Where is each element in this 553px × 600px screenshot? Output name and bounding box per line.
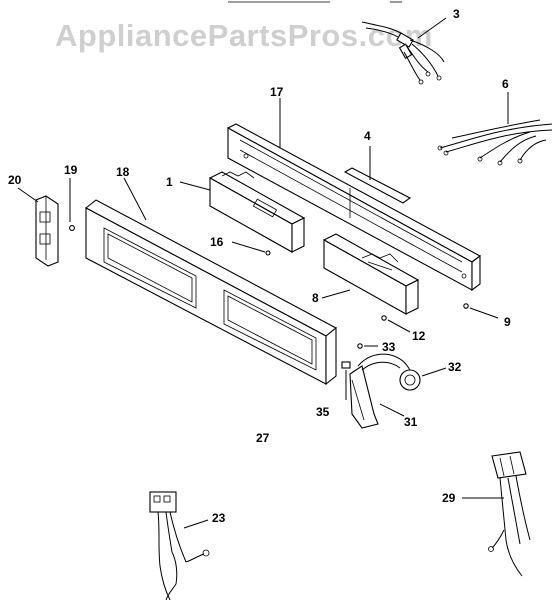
- label-part-12: 12: [412, 329, 426, 343]
- label-part-33: 33: [382, 340, 396, 354]
- label-part-23: 23: [212, 511, 226, 525]
- switch-32: [399, 367, 447, 391]
- label-part-35: 35: [316, 405, 330, 419]
- label-part-1: 1: [166, 175, 173, 189]
- label-part-17: 17: [270, 85, 284, 99]
- control-board-8: [321, 233, 420, 315]
- screw-16: [231, 241, 271, 256]
- label-part-32: 32: [448, 360, 462, 374]
- label-part-27: 27: [256, 431, 270, 445]
- label-part-6: 6: [502, 77, 509, 91]
- part-labels: 3 6 17 4 19 18 1 20 16 8 9 12 33 32 35 3…: [8, 7, 511, 525]
- back-panel-17: [226, 98, 482, 292]
- screw-19: [69, 178, 75, 231]
- label-part-29: 29: [442, 491, 456, 505]
- screw-12: [381, 315, 411, 333]
- control-board-1: [179, 171, 306, 253]
- label-part-19: 19: [64, 163, 78, 177]
- label-part-9: 9: [504, 315, 511, 329]
- label-part-16: 16: [210, 235, 224, 249]
- screw-33: [357, 343, 378, 349]
- label-part-8: 8: [312, 291, 319, 305]
- wire-harness-29: [462, 451, 531, 577]
- label-part-4: 4: [364, 129, 371, 143]
- wire-harness-3: [361, 17, 447, 85]
- screw-9: [463, 303, 499, 319]
- front-panel-18: [85, 177, 337, 386]
- strip-4: [343, 146, 412, 204]
- bracket-20: [17, 187, 59, 267]
- label-part-18: 18: [116, 165, 130, 179]
- lock-assembly-31: [349, 353, 413, 429]
- label-part-3: 3: [453, 7, 460, 21]
- wire-harness-23: [149, 491, 210, 600]
- clip-35: [341, 361, 351, 400]
- label-part-31: 31: [404, 415, 418, 429]
- wire-harness-6: [437, 92, 553, 166]
- label-part-20: 20: [8, 173, 22, 187]
